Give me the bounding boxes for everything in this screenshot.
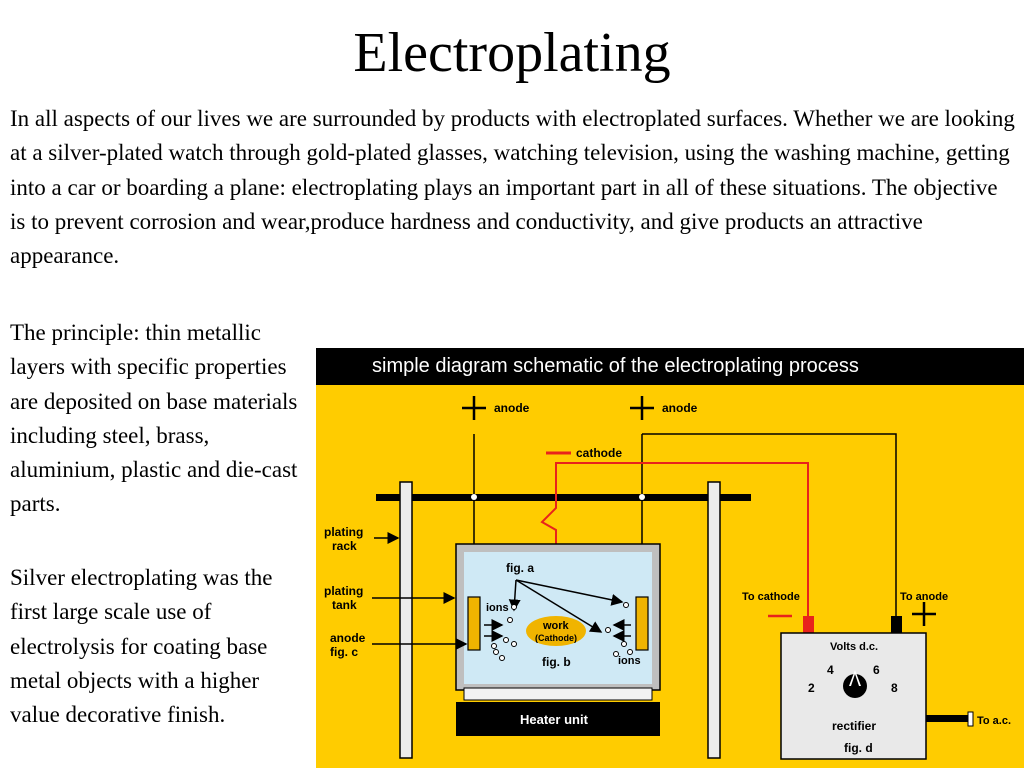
plating-tank-label-2: tank: [332, 598, 357, 612]
intro-paragraph: In all aspects of our lives we are surro…: [10, 106, 1015, 269]
ion-bubbles: [491, 602, 633, 661]
anode-plus-right-icon: [630, 396, 654, 420]
silver-paragraph: Silver electroplating was the first larg…: [10, 565, 273, 728]
plus-icon: [912, 602, 936, 626]
ac-cable: [926, 715, 968, 722]
anode-terminal: [891, 616, 902, 634]
plating-rack-bar: [376, 494, 751, 501]
anode-fig-c-label-2: fig. c: [330, 645, 358, 659]
dial-8: 8: [891, 681, 898, 695]
work-label: work: [542, 620, 570, 632]
heater-label: Heater unit: [520, 712, 589, 727]
dial-6: 6: [873, 663, 880, 677]
anode-fig-c-label-1: anode: [330, 631, 366, 645]
heater-unit: [456, 702, 660, 736]
rack-post-right: [707, 481, 721, 759]
ion-flow-arrows: [484, 579, 631, 642]
fig-b-label: fig. b: [542, 655, 571, 669]
plating-rack-label-2: rack: [332, 539, 357, 553]
diagram-header-bar: [316, 348, 1024, 385]
anode-label-right: anode: [662, 401, 698, 415]
dial-2: 2: [808, 681, 815, 695]
ions-label-left: ions: [486, 602, 509, 614]
anode-label-left: anode: [494, 401, 530, 415]
electroplating-diagram: simple diagram schematic of the electrop…: [316, 348, 1024, 768]
ions-label-right: ions: [618, 655, 641, 667]
fig-a-label: fig. a: [506, 561, 534, 575]
voltage-dial-icon: [843, 670, 867, 698]
anode-plus-left-icon: [462, 396, 486, 420]
ac-plug: [967, 711, 974, 727]
cathode-label: cathode: [576, 446, 622, 460]
to-cathode-label: To cathode: [742, 591, 800, 603]
work-piece: [526, 616, 586, 646]
plating-rack-label-1: plating: [324, 525, 363, 539]
slide-title: Electroplating: [353, 22, 671, 84]
anode-plate-left: [467, 596, 481, 651]
to-anode-label: To anode: [900, 591, 948, 603]
volts-label: Volts d.c.: [830, 641, 878, 653]
cathode-terminal: [803, 616, 814, 634]
dial-4: 4: [827, 663, 834, 677]
rack-post-left: [399, 481, 413, 759]
cathode-wire: [540, 462, 809, 616]
plating-tank-label-1: plating: [324, 584, 363, 598]
anode-plate-right: [635, 596, 649, 651]
work-cathode-label: (Cathode): [535, 633, 577, 643]
principle-paragraph: The principle: thin metallic layers with…: [10, 320, 298, 517]
rectifier-label: rectifier: [832, 719, 876, 733]
fig-d-label: fig. d: [844, 741, 873, 755]
to-ac-label: To a.c.: [977, 715, 1011, 727]
diagram-header: simple diagram schematic of the electrop…: [372, 355, 859, 377]
